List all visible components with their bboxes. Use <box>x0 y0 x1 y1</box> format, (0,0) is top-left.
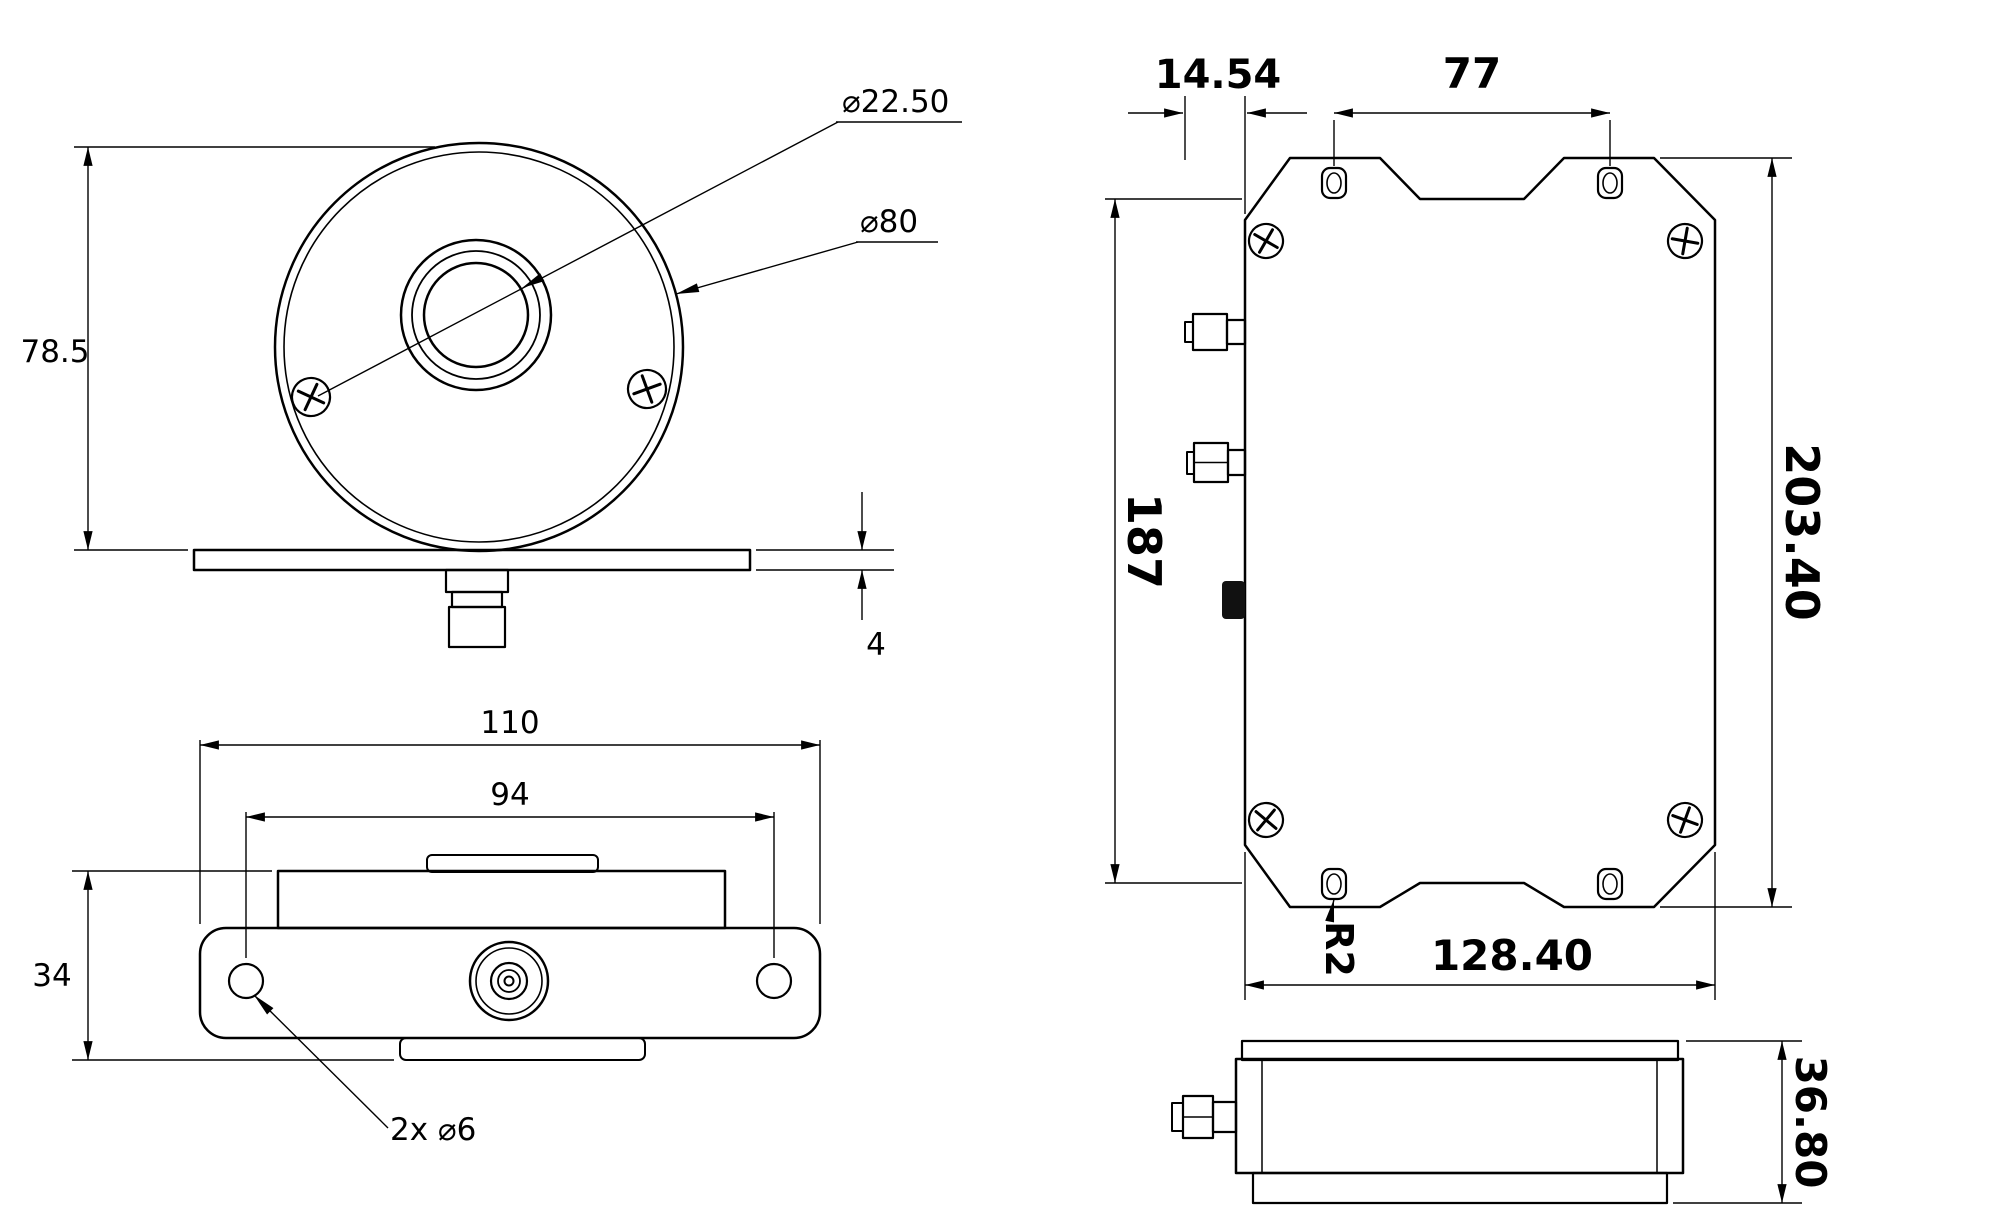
side-connector <box>1171 1094 1238 1140</box>
plan-view: 110 94 34 2x ⌀6 <box>32 705 822 1148</box>
front-view: 78.5 ⌀22.50 ⌀80 4 <box>20 84 962 663</box>
rear-view: 14.54 77 187 203.40 128.40 <box>1105 49 1829 1000</box>
body-inner-circle <box>283 151 675 543</box>
dim-label-overall-width: 128.40 <box>1431 931 1593 980</box>
dim-body-diameter: ⌀80 <box>674 204 938 299</box>
plan-body <box>276 869 727 930</box>
side-base <box>1251 1171 1669 1205</box>
body-outer-circle <box>273 141 685 553</box>
mount-hole-right <box>755 962 793 1000</box>
mounting-plate <box>198 926 822 1040</box>
dim-mount-holes: 2x ⌀6 <box>250 991 476 1148</box>
dim-connector-offset: 14.54 <box>1128 52 1307 214</box>
side-body <box>1234 1057 1685 1175</box>
bottom-boss <box>399 1037 646 1061</box>
tab-slot-top-left <box>1320 166 1348 200</box>
dim-label-overall-height: 203.40 <box>1775 443 1829 621</box>
dim-label-mount-holes: 2x ⌀6 <box>390 1112 476 1148</box>
dim-inner-height: 187 <box>1105 198 1242 884</box>
dim-plate-thickness: 4 <box>756 492 894 663</box>
dim-depth: 34 <box>32 870 394 1061</box>
tab-slot-top-right <box>1596 166 1624 200</box>
plan-outline <box>198 854 822 1061</box>
dim-label-connector-offset: 14.54 <box>1155 52 1282 98</box>
dim-hole-spacing: 94 <box>245 777 775 958</box>
base-plate <box>192 548 752 572</box>
screw-top-right-icon <box>1666 222 1704 260</box>
dim-plate-width: 110 <box>199 705 821 924</box>
dim-label-front-height: 78.5 <box>20 334 89 370</box>
screw-bottom-left-icon <box>1247 801 1285 839</box>
dim-label-thickness: 36.80 <box>1786 1056 1835 1189</box>
dim-overall-width: 128.40 <box>1244 852 1716 1000</box>
dim-slot-radius: R2 <box>1317 898 1361 977</box>
bnc-connector-lower <box>1186 441 1247 484</box>
plan-connector <box>468 940 550 1022</box>
dim-label-inner-height: 187 <box>1117 493 1171 589</box>
dim-label-depth: 34 <box>32 958 71 994</box>
dim-thickness: 36.80 <box>1673 1040 1835 1204</box>
dim-label-hole-spacing: 94 <box>490 777 529 813</box>
lens-bore-circle <box>422 261 530 369</box>
tab-slot-bottom-left <box>1320 867 1348 901</box>
side-lid <box>1240 1039 1680 1062</box>
dim-lens-diameter: ⌀22.50 <box>317 84 962 397</box>
front-outline <box>192 141 752 649</box>
screw-right-icon <box>626 368 668 410</box>
lens-flange-circle <box>399 238 553 392</box>
side-view: 36.80 <box>1171 1039 1835 1205</box>
rear-outline <box>1243 156 1717 909</box>
side-button <box>1222 581 1245 619</box>
top-boss <box>426 854 599 873</box>
dim-label-body-diameter: ⌀80 <box>860 204 918 240</box>
bnc-connector-upper <box>1184 312 1247 352</box>
screw-top-left-icon <box>1247 222 1285 260</box>
screw-bottom-right-icon <box>1666 801 1704 839</box>
tab-slot-bottom-right <box>1596 867 1624 901</box>
dim-label-lens-diameter: ⌀22.50 <box>842 84 949 120</box>
dim-front-height: 78.5 <box>20 146 435 551</box>
dim-label-slot-spacing: 77 <box>1443 49 1501 98</box>
dim-slot-spacing: 77 <box>1333 49 1611 166</box>
dim-label-plate-width: 110 <box>480 705 539 741</box>
lens-ring-circle <box>411 250 541 380</box>
dim-overall-height: 203.40 <box>1660 157 1829 908</box>
front-connector <box>444 568 510 649</box>
mount-hole-left <box>227 962 265 1000</box>
dim-label-slot-radius: R2 <box>1317 921 1361 977</box>
dim-label-plate-thickness: 4 <box>866 627 886 663</box>
screw-left-icon <box>290 376 332 418</box>
